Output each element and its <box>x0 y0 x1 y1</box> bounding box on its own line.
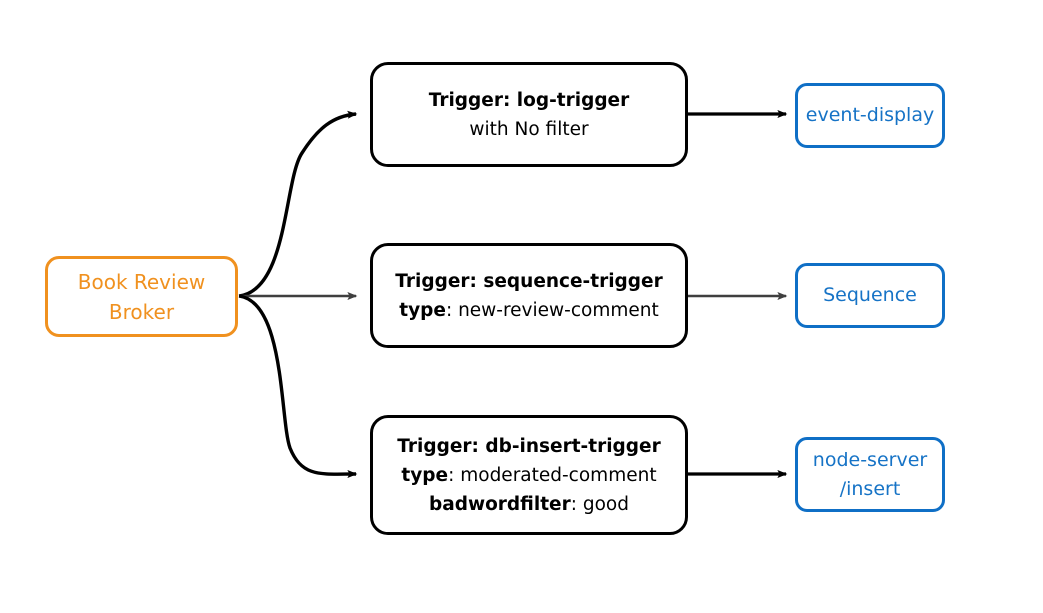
trigger-sequence-line1: Trigger: sequence-trigger <box>395 270 663 292</box>
trigger-sequence-line2-key: type <box>399 299 446 321</box>
broker-label-line1: Book Review <box>77 269 206 294</box>
trigger-db-line1: Trigger: db-insert-trigger <box>397 435 661 457</box>
node-book-review-broker[interactable]: Book Review Broker <box>45 256 238 337</box>
trigger-sequence-line2-value: : new-review-comment <box>445 299 659 321</box>
node-trigger-sequence-trigger[interactable]: Trigger: sequence-trigger type: new-revi… <box>370 243 688 348</box>
node-trigger-db-insert-trigger[interactable]: Trigger: db-insert-trigger type: moderat… <box>370 415 688 535</box>
trigger-db-line2-key: type <box>401 464 449 486</box>
edge-broker-to-db-insert-trigger <box>238 294 358 479</box>
node-target-event-display[interactable]: event-display <box>795 83 945 148</box>
trigger-db-line3-value: : good <box>570 493 629 515</box>
trigger-db-line2: type: moderated-comment <box>401 461 656 490</box>
trigger-log-line2-value: with No filter <box>469 118 589 140</box>
target-sequence-line1: Sequence <box>823 284 917 306</box>
node-trigger-log-trigger[interactable]: Trigger: log-trigger with No filter <box>370 62 688 167</box>
node-target-node-server-insert[interactable]: node-server /insert <box>795 437 945 512</box>
target-event-display-line1: event-display <box>805 104 935 126</box>
trigger-log-line2: with No filter <box>469 115 588 144</box>
trigger-db-line3-key: badwordfilter <box>429 493 571 515</box>
target-node-server-line2: /insert <box>839 477 901 500</box>
node-target-sequence[interactable]: Sequence <box>795 263 945 328</box>
trigger-sequence-line2: type: new-review-comment <box>399 296 658 325</box>
trigger-log-line1: Trigger: log-trigger <box>428 89 630 111</box>
target-node-server-line1: node-server <box>812 448 928 471</box>
edge-broker-to-log-trigger <box>238 110 358 298</box>
trigger-db-line3: badwordfilter: good <box>429 490 629 519</box>
trigger-db-line2-value: : moderated-comment <box>448 464 657 486</box>
broker-label-line2: Broker <box>108 299 175 324</box>
